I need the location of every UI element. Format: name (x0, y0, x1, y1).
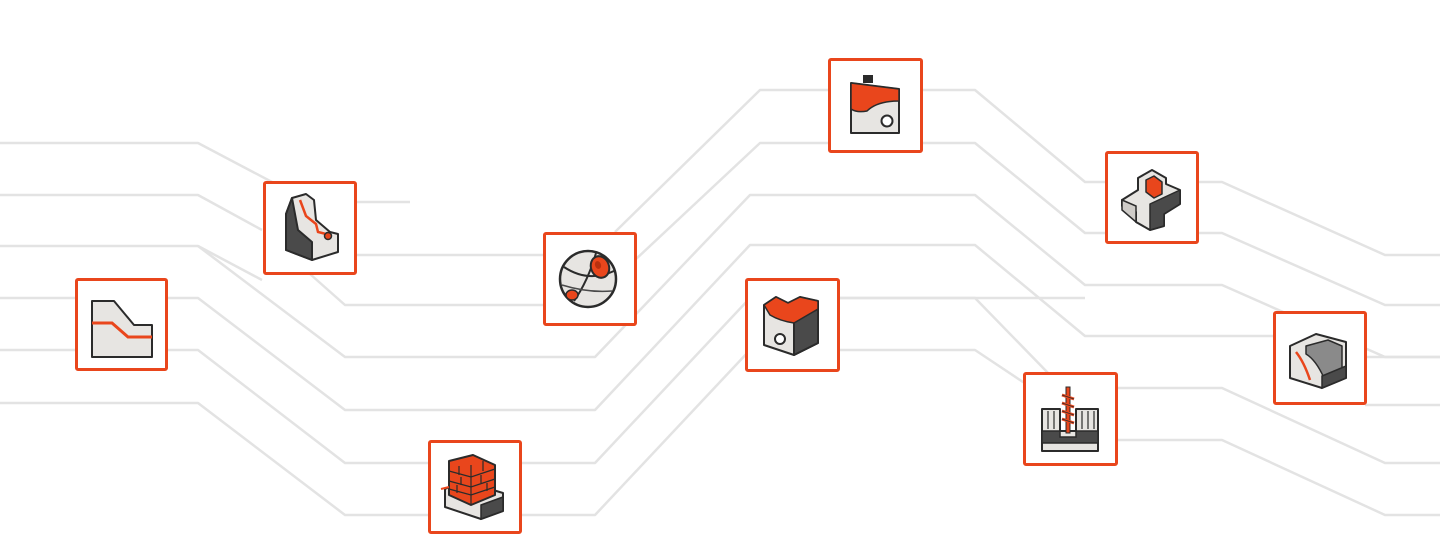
connector-line (0, 193, 263, 232)
rock-mass-sphere-icon (558, 249, 618, 309)
connector-line (1115, 438, 1440, 517)
retaining-wall-tile[interactable] (428, 440, 522, 534)
connector-line (520, 349, 751, 517)
pile-foundation-tile[interactable] (1023, 372, 1118, 466)
pile-foundation-icon (1041, 386, 1099, 452)
connector-line (309, 273, 545, 307)
soil-block-tile[interactable] (745, 278, 840, 372)
retaining-wall-icon (440, 454, 504, 521)
connector-line (920, 88, 1105, 184)
connector-line (168, 243, 1275, 412)
connector-line (168, 348, 430, 465)
connector-line (838, 348, 1051, 402)
connector-line (920, 141, 1105, 235)
excavation-tank-tile[interactable] (828, 58, 923, 153)
tunnel-intersection-tile[interactable] (1105, 151, 1199, 244)
soil-block-icon (763, 296, 819, 356)
connector-line (1198, 180, 1440, 257)
connector-line (1198, 231, 1440, 307)
rock-slope-icon (285, 193, 339, 261)
embankment-tile[interactable] (1273, 311, 1367, 405)
connector-line (0, 141, 410, 204)
tunnel-intersection-icon (1121, 169, 1181, 231)
slope-stability-icon (91, 300, 153, 358)
connector-line (614, 88, 830, 233)
rock-mass-sphere-tile[interactable] (543, 232, 637, 326)
slope-stability-tile[interactable] (75, 278, 168, 371)
connector-line (634, 141, 830, 261)
connector-line (1115, 386, 1440, 465)
embankment-icon (1289, 333, 1347, 390)
connector-line (0, 244, 263, 282)
excavation-tank-icon (850, 75, 900, 134)
connector-line (838, 296, 1051, 376)
connector-line (0, 401, 430, 517)
rock-slope-tile[interactable] (263, 181, 357, 275)
